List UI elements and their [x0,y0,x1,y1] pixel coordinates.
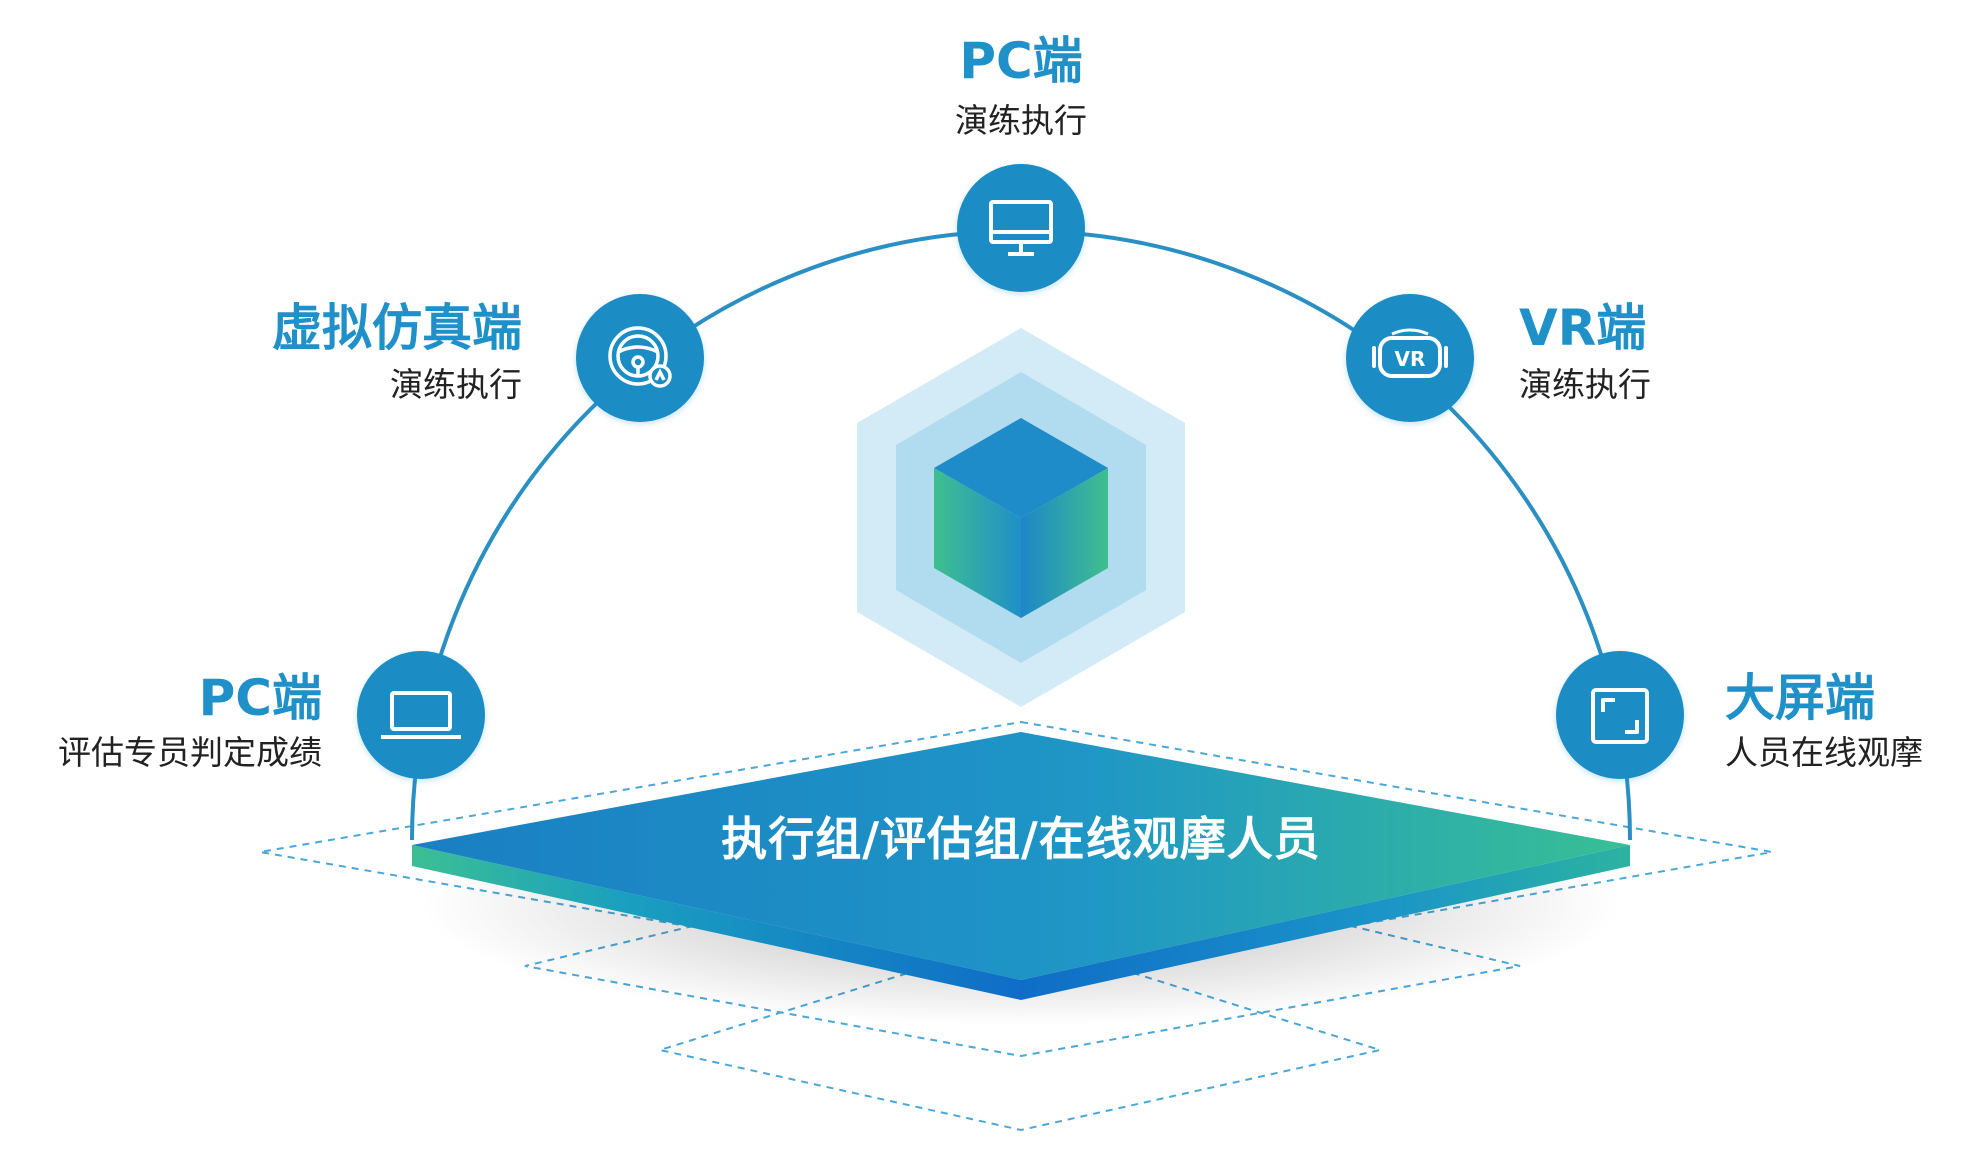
node-vr: VR VR端 演练执行 [1346,294,1651,422]
node-circle-pc-exec [957,164,1085,292]
cube [934,418,1108,618]
node-title-sim: 虚拟仿真端 [272,299,522,357]
platform-side-right [1021,845,1630,1000]
vr-icon-text: VR [1395,347,1426,371]
platform-side-left [412,845,1021,1000]
laptop-icon [381,691,461,739]
node-subtitle-sim: 演练执行 [390,365,522,404]
node-circle-bigscreen [1556,651,1684,779]
node-subtitle-pc-exec: 演练执行 [955,101,1087,140]
platform-label: 执行组/评估组/在线观摩人员 [721,812,1321,866]
platform: 执行组/评估组/在线观摩人员 [412,732,1630,1000]
node-title-vr: VR端 [1519,299,1646,357]
big-screen-icon [1591,688,1649,744]
center-hexagon [857,328,1185,707]
platform-top [412,732,1630,980]
node-title-pc-assess: PC端 [199,669,322,727]
monitor-icon [989,200,1053,256]
node-title-pc-exec: PC端 [959,32,1082,90]
node-circle-pc-assess [357,651,485,779]
node-subtitle-bigscreen: 人员在线观摩 [1725,733,1923,772]
node-title-bigscreen: 大屏端 [1725,669,1875,727]
node-circle-vr [1346,294,1474,422]
steering-wheel-icon [608,326,672,388]
node-bigscreen: 大屏端 人员在线观摩 [1556,651,1923,779]
vr-headset-icon: VR [1372,328,1448,378]
cube-right-face [1021,468,1108,618]
node-pc-assess: PC端 评估专员判定成绩 [58,651,485,779]
node-subtitle-pc-assess: 评估专员判定成绩 [58,733,322,772]
cube-left-face [934,468,1021,618]
node-pc-exec: PC端 演练执行 [955,32,1087,292]
node-sim: 虚拟仿真端 演练执行 [272,294,704,422]
node-subtitle-vr: 演练执行 [1519,365,1651,404]
